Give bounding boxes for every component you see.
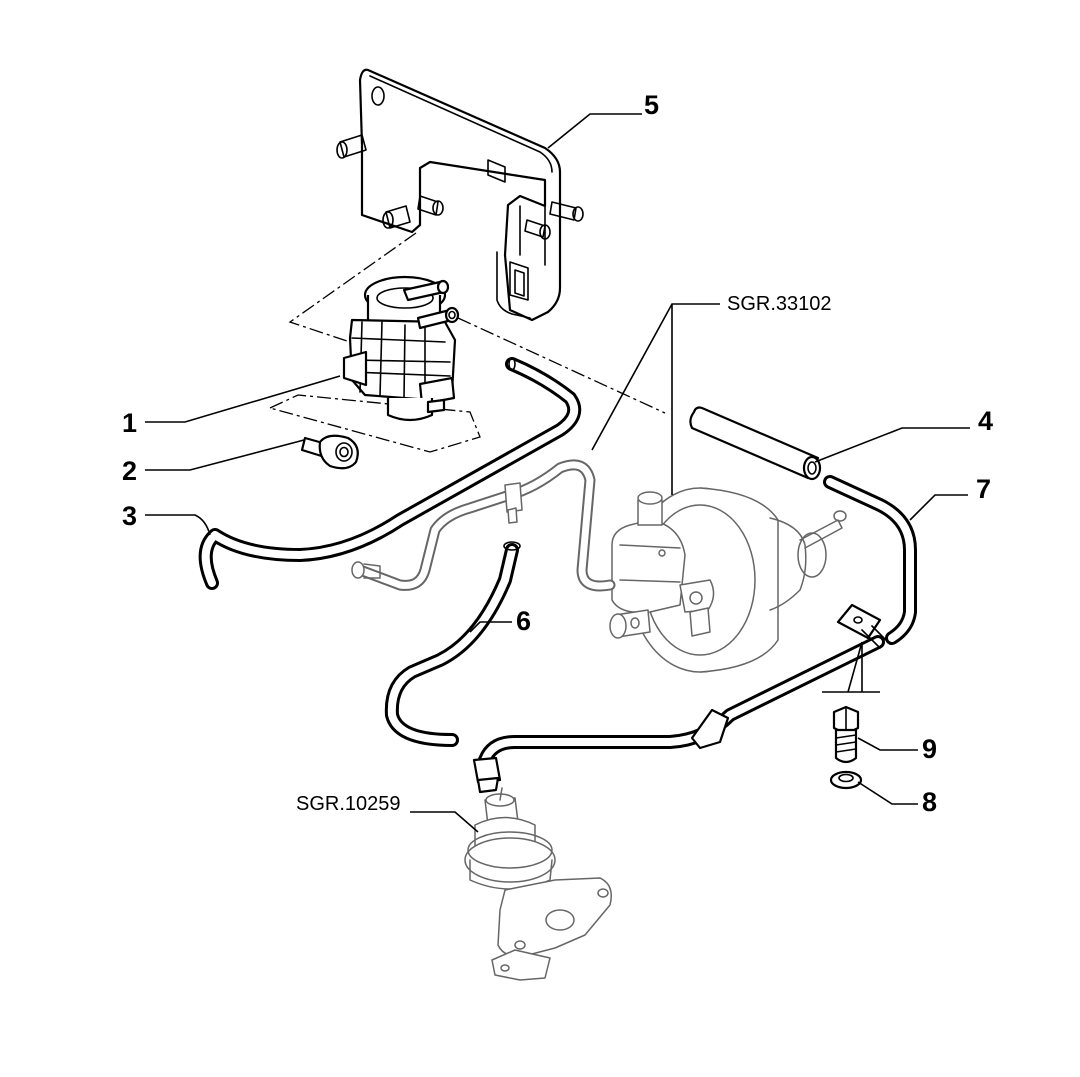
mounting-point-lines <box>822 641 880 693</box>
callout-9: 9 <box>922 734 937 764</box>
callout-5: 5 <box>644 90 659 120</box>
stud-upper-left <box>336 134 367 159</box>
callout-6: 6 <box>516 606 531 636</box>
hose-4[interactable] <box>689 406 822 481</box>
callout-4: 4 <box>978 406 993 436</box>
leader-lines <box>145 113 970 833</box>
stud-right <box>524 201 584 240</box>
callout-7: 7 <box>976 474 991 504</box>
washer[interactable] <box>829 770 863 790</box>
hose-7[interactable] <box>823 475 917 645</box>
reference-brake-booster: SGR.33102 <box>727 293 832 315</box>
screw[interactable] <box>300 434 359 470</box>
vacuum-pipe <box>472 603 891 794</box>
callout-8: 8 <box>922 787 937 817</box>
callout-2: 2 <box>122 456 137 486</box>
callout-3: 3 <box>122 501 137 531</box>
solenoid-valve[interactable] <box>342 275 460 422</box>
stud-lower-left <box>382 195 444 229</box>
hose-3[interactable] <box>198 357 582 590</box>
egr-valve[interactable] <box>464 787 612 981</box>
callout-1: 1 <box>122 408 137 438</box>
booster-vacuum-hose <box>351 459 616 592</box>
hose-6[interactable] <box>384 541 521 747</box>
assembly-lines <box>268 232 666 453</box>
mounting-bracket[interactable] <box>336 68 584 322</box>
bolt[interactable] <box>832 705 860 764</box>
reference-egr-valve: SGR.10259 <box>296 793 401 815</box>
brake-booster[interactable] <box>609 487 847 673</box>
